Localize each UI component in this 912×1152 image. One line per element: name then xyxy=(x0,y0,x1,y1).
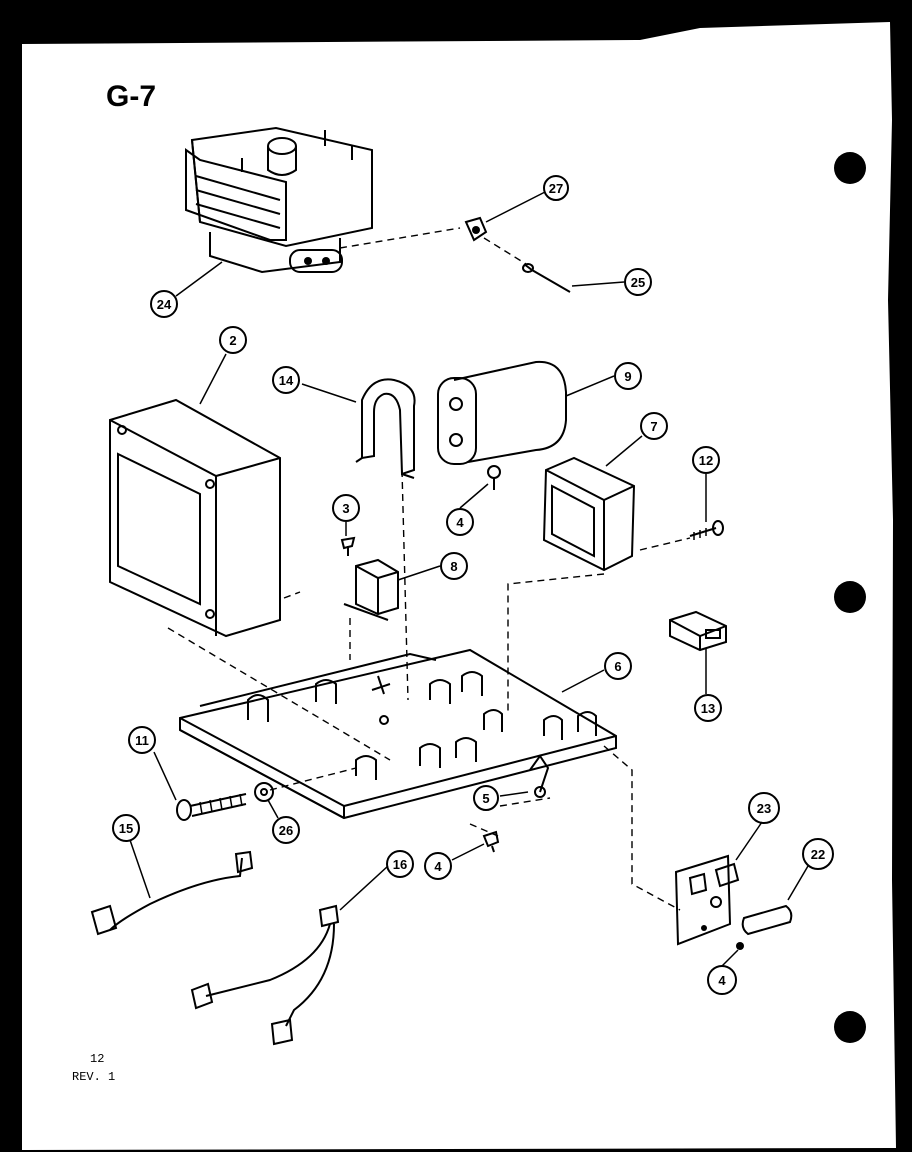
screw-5-part xyxy=(534,786,546,798)
callout-8: 8 xyxy=(440,552,468,580)
wire-harness-15-part xyxy=(90,850,254,936)
transformer-part xyxy=(109,398,281,638)
screw-4-board-part xyxy=(736,942,744,950)
callout-8-label: 8 xyxy=(450,559,457,574)
callout-11: 11 xyxy=(128,726,156,754)
wire-harness-16-part xyxy=(190,904,340,1046)
callout-3-label: 3 xyxy=(342,501,349,516)
washer-26-part xyxy=(254,782,274,802)
callout-2: 2 xyxy=(219,326,247,354)
fuse-part xyxy=(669,610,727,652)
callout-27-label: 27 xyxy=(549,181,563,196)
callout-14-label: 14 xyxy=(279,373,294,388)
callout-12-label: 12 xyxy=(699,453,713,468)
callout-16-label: 16 xyxy=(393,857,407,872)
callout-4-board: 4 xyxy=(707,965,737,995)
screw-12-part xyxy=(689,520,724,540)
callout-5-label: 5 xyxy=(482,791,489,806)
callout-3: 3 xyxy=(332,494,360,522)
callout-4-lower-label: 4 xyxy=(434,859,442,874)
callout-23: 23 xyxy=(748,792,780,824)
base-plate-part xyxy=(179,648,617,820)
paper-sheet xyxy=(22,22,896,1150)
callout-4-upper: 4 xyxy=(446,508,474,536)
callout-15: 15 xyxy=(112,814,140,842)
fuse-22-part xyxy=(741,904,793,936)
callout-24-label: 24 xyxy=(157,297,172,312)
page-number: 12 xyxy=(90,1052,104,1066)
callout-26: 26 xyxy=(272,816,300,844)
callout-7: 7 xyxy=(640,412,668,440)
magnetron-part xyxy=(185,126,373,274)
screw-4-upper-part xyxy=(487,465,501,490)
callout-13-label: 13 xyxy=(701,701,715,716)
screw-3-part xyxy=(340,536,356,556)
callout-2-label: 2 xyxy=(229,333,236,348)
capacitor-strap-part xyxy=(355,378,416,479)
callout-22: 22 xyxy=(802,838,834,870)
callout-15-label: 15 xyxy=(119,821,133,836)
callout-22-label: 22 xyxy=(811,847,825,862)
callout-24: 24 xyxy=(150,290,178,318)
callout-4-lower: 4 xyxy=(424,852,452,880)
callout-13: 13 xyxy=(694,694,722,722)
screw-4-lower-part xyxy=(482,830,500,853)
revision-label: REV. 1 xyxy=(72,1070,115,1084)
callout-7-label: 7 xyxy=(650,419,657,434)
callout-11-label: 11 xyxy=(135,733,149,748)
callout-4-upper-label: 4 xyxy=(456,515,464,530)
binder-hole-top xyxy=(834,152,866,184)
callout-14: 14 xyxy=(272,366,300,394)
binder-hole-middle xyxy=(834,581,866,613)
terminal-board-part xyxy=(674,854,740,946)
callout-6: 6 xyxy=(604,652,632,680)
binder-hole-bottom xyxy=(834,1011,866,1043)
callout-23-label: 23 xyxy=(757,801,771,816)
callout-27: 27 xyxy=(543,175,569,201)
callout-16: 16 xyxy=(386,850,414,878)
switch-part xyxy=(343,558,399,621)
callout-4-board-label: 4 xyxy=(718,973,726,988)
pin-part xyxy=(522,263,571,293)
callout-5: 5 xyxy=(473,785,499,811)
capacitor-part xyxy=(437,360,567,465)
callout-9: 9 xyxy=(614,362,642,390)
callout-12: 12 xyxy=(692,446,720,474)
diagram-title: G-7 xyxy=(106,80,156,113)
callout-26-label: 26 xyxy=(279,823,293,838)
callout-25: 25 xyxy=(624,268,652,296)
fuse-clip-part xyxy=(464,216,488,242)
screw-11-part xyxy=(176,793,247,821)
callout-9-label: 9 xyxy=(624,369,631,384)
callout-6-label: 6 xyxy=(614,659,621,674)
callout-25-label: 25 xyxy=(631,275,645,290)
noise-filter-part xyxy=(542,456,636,572)
